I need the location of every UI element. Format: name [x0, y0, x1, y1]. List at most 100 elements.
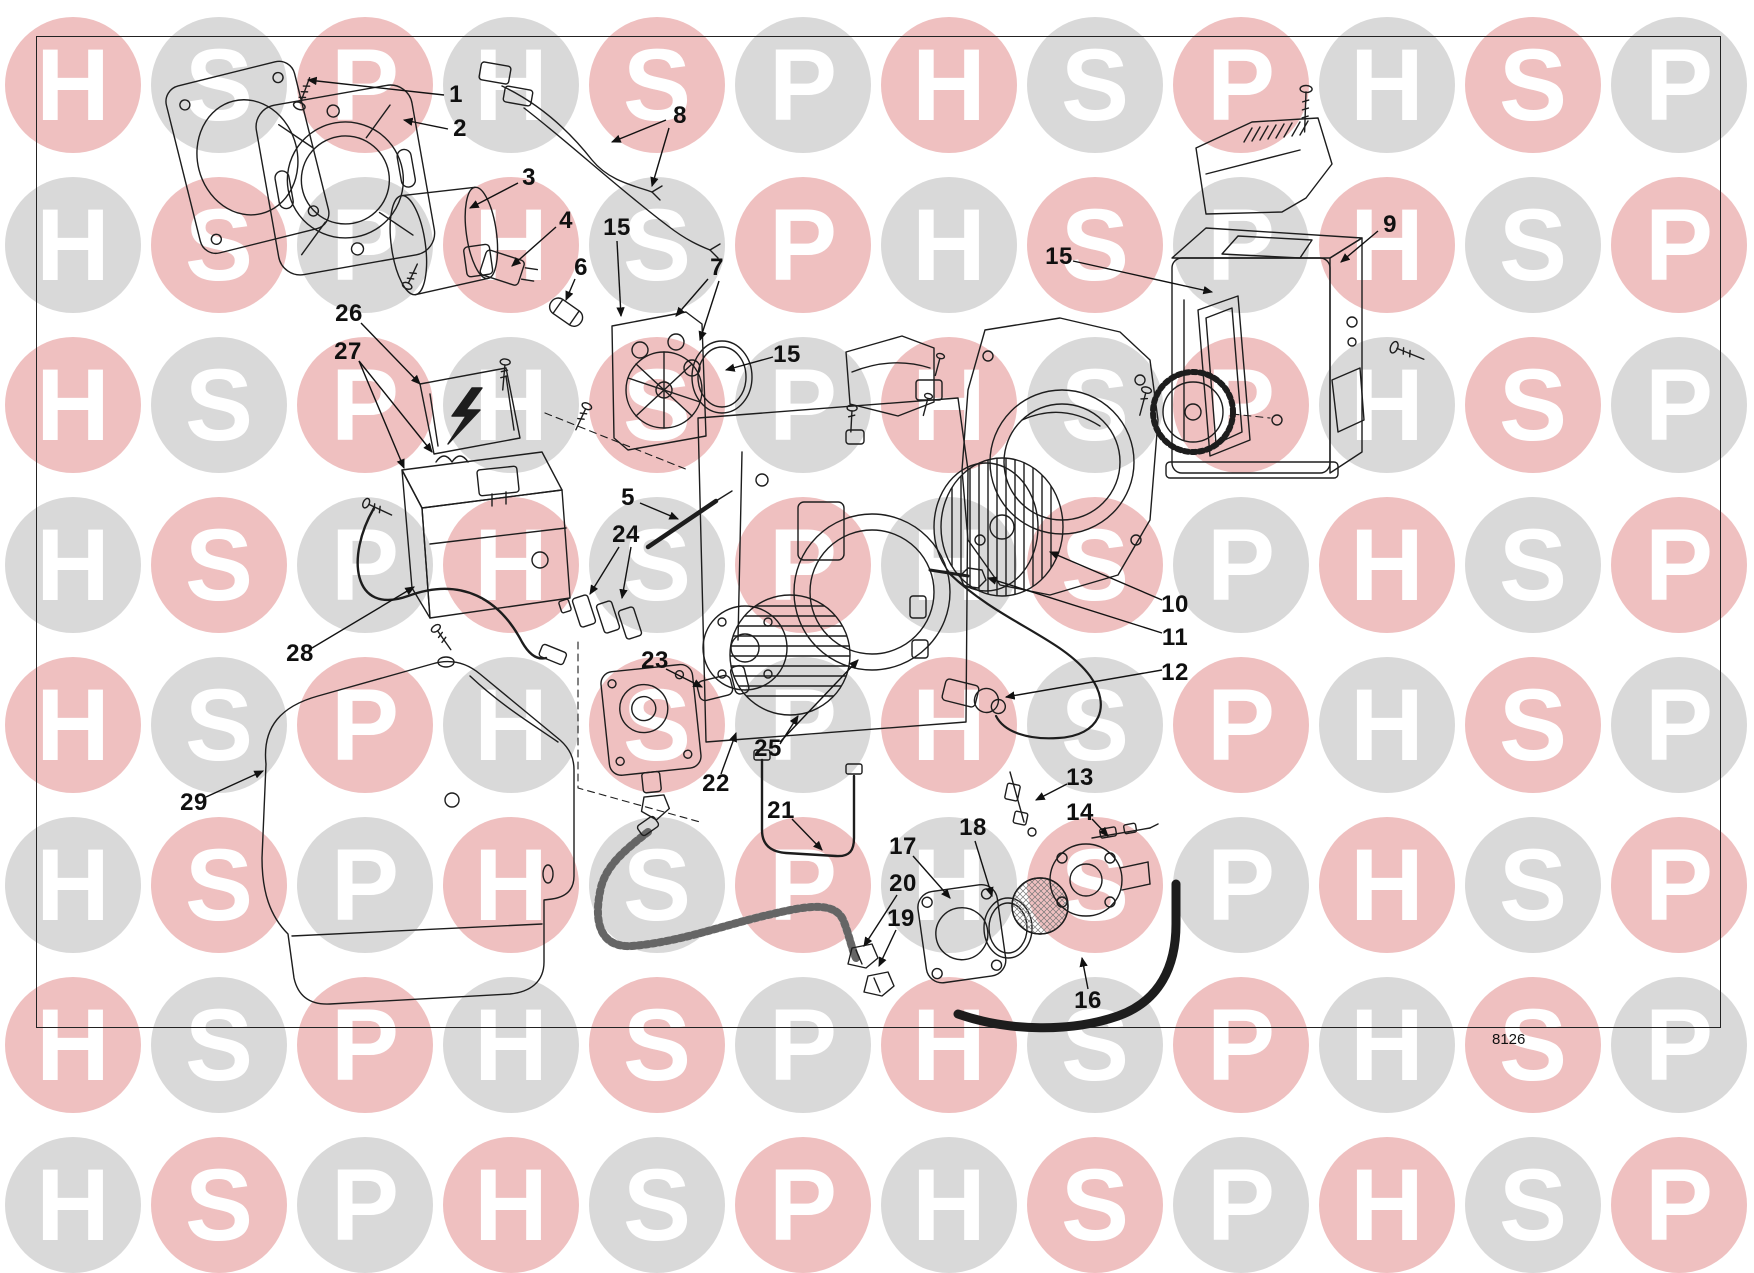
diagram-border [36, 36, 1721, 1028]
part-label-23: 23 [641, 647, 669, 674]
nozzle-flange [1049, 843, 1151, 917]
coupling-sleeve [548, 297, 584, 328]
watermark-letter: H [881, 177, 1017, 313]
leader-line [986, 576, 1163, 634]
part-label-6: 6 [574, 254, 588, 281]
leader-line [1072, 260, 1214, 295]
watermark-letter: P [735, 657, 871, 793]
part-label-7: 7 [710, 254, 724, 281]
mounting-flange [255, 84, 436, 276]
leader-line [619, 546, 632, 600]
watermark-letter: S [1027, 497, 1163, 633]
part-label-13: 13 [1066, 764, 1094, 791]
leader-line [358, 360, 433, 453]
watermark-letter: P [297, 177, 433, 313]
connector-plug [479, 249, 539, 286]
watermark-letter: S [589, 977, 725, 1113]
air-scoop [845, 335, 943, 417]
watermark-letter: S [151, 177, 287, 313]
watermark-letter: P [1611, 17, 1747, 153]
watermark-letter: P [1611, 177, 1747, 313]
watermark-letter: S [1465, 177, 1601, 313]
watermark-letter: P [735, 17, 871, 153]
watermark-letter: S [589, 177, 725, 313]
drum [389, 186, 499, 296]
watermark-letter: P [1173, 977, 1309, 1113]
watermark-letter: H [1319, 657, 1455, 793]
screw [1389, 340, 1425, 360]
leader-line [1035, 783, 1068, 801]
screw [934, 352, 946, 377]
watermark-letter: P [735, 177, 871, 313]
watermark-letter: P [1173, 17, 1309, 153]
leader-line [779, 715, 799, 745]
leader-line [665, 668, 704, 688]
pump-flange [917, 883, 1007, 984]
watermark-letter: P [1173, 177, 1309, 313]
part-label-19: 19 [887, 905, 915, 932]
leader-line [469, 182, 519, 209]
watermark-letter: S [1465, 337, 1601, 473]
watermark-letter: S [1465, 977, 1601, 1113]
watermark-letter: P [735, 337, 871, 473]
part-label-26: 26 [335, 300, 363, 327]
watermark-letter: H [5, 977, 141, 1113]
watermark-letter: H [1319, 337, 1455, 473]
bleed-fitting [1004, 771, 1037, 837]
watermark-letter: P [1173, 657, 1309, 793]
part-label-11: 11 [1161, 624, 1189, 651]
leader-line [650, 127, 670, 188]
part-label-9: 9 [1383, 211, 1397, 238]
alignment-line [577, 641, 701, 823]
flexible-hose [593, 815, 860, 962]
exploded-diagram [165, 60, 1425, 1033]
watermark-letter: P [1173, 497, 1309, 633]
pump-coupling [696, 664, 750, 702]
watermark-letter: H [881, 977, 1017, 1113]
parts-diagram-page: { "page": { "diagram_number": "8126", "i… [5, 17, 1747, 1273]
screw [430, 623, 452, 651]
watermark-letter: H [1319, 17, 1455, 153]
cable-clips [558, 594, 643, 640]
part-label-17: 17 [889, 833, 917, 860]
part-label-25: 25 [754, 735, 782, 762]
part-label-4: 4 [559, 207, 573, 234]
leader-line [402, 117, 449, 130]
part-label-29: 29 [180, 789, 208, 816]
part-label-27: 27 [334, 338, 362, 365]
leader-line [912, 855, 951, 899]
electrode-rod [645, 490, 733, 550]
watermark-letter: S [151, 337, 287, 473]
leader-line [724, 356, 774, 372]
leader-line [610, 119, 667, 143]
leader-line [1048, 551, 1163, 601]
part-label-21: 21 [767, 797, 795, 824]
leader-line [720, 731, 737, 775]
fan-bracket [611, 311, 707, 451]
mounting-gasket [165, 60, 330, 255]
part-label-22: 22 [702, 770, 730, 797]
alignment-line [544, 412, 689, 471]
leader-line [878, 929, 897, 968]
watermark-letter: H [5, 17, 141, 153]
part-label-10: 10 [1161, 591, 1189, 618]
motor [702, 594, 851, 716]
watermark-letter: H [5, 817, 141, 953]
adjuster-gear [1150, 369, 1283, 455]
part-label-8: 8 [673, 102, 687, 129]
part-label-24: 24 [612, 521, 640, 548]
watermark-letter: H [5, 657, 141, 793]
leader-line [360, 322, 421, 385]
watermark-letter: H [5, 337, 141, 473]
ignition-transformer [401, 451, 571, 619]
screw [575, 402, 593, 431]
filter-mesh [1011, 877, 1069, 935]
ignition-cables [478, 61, 721, 259]
screw [922, 392, 934, 417]
watermark-letter: H [5, 497, 141, 633]
watermark-letter: P [1611, 337, 1747, 473]
leader-line [1340, 230, 1379, 263]
watermark-letter: P [735, 977, 871, 1113]
part-label-15: 15 [603, 214, 631, 241]
leader-line [675, 278, 709, 317]
